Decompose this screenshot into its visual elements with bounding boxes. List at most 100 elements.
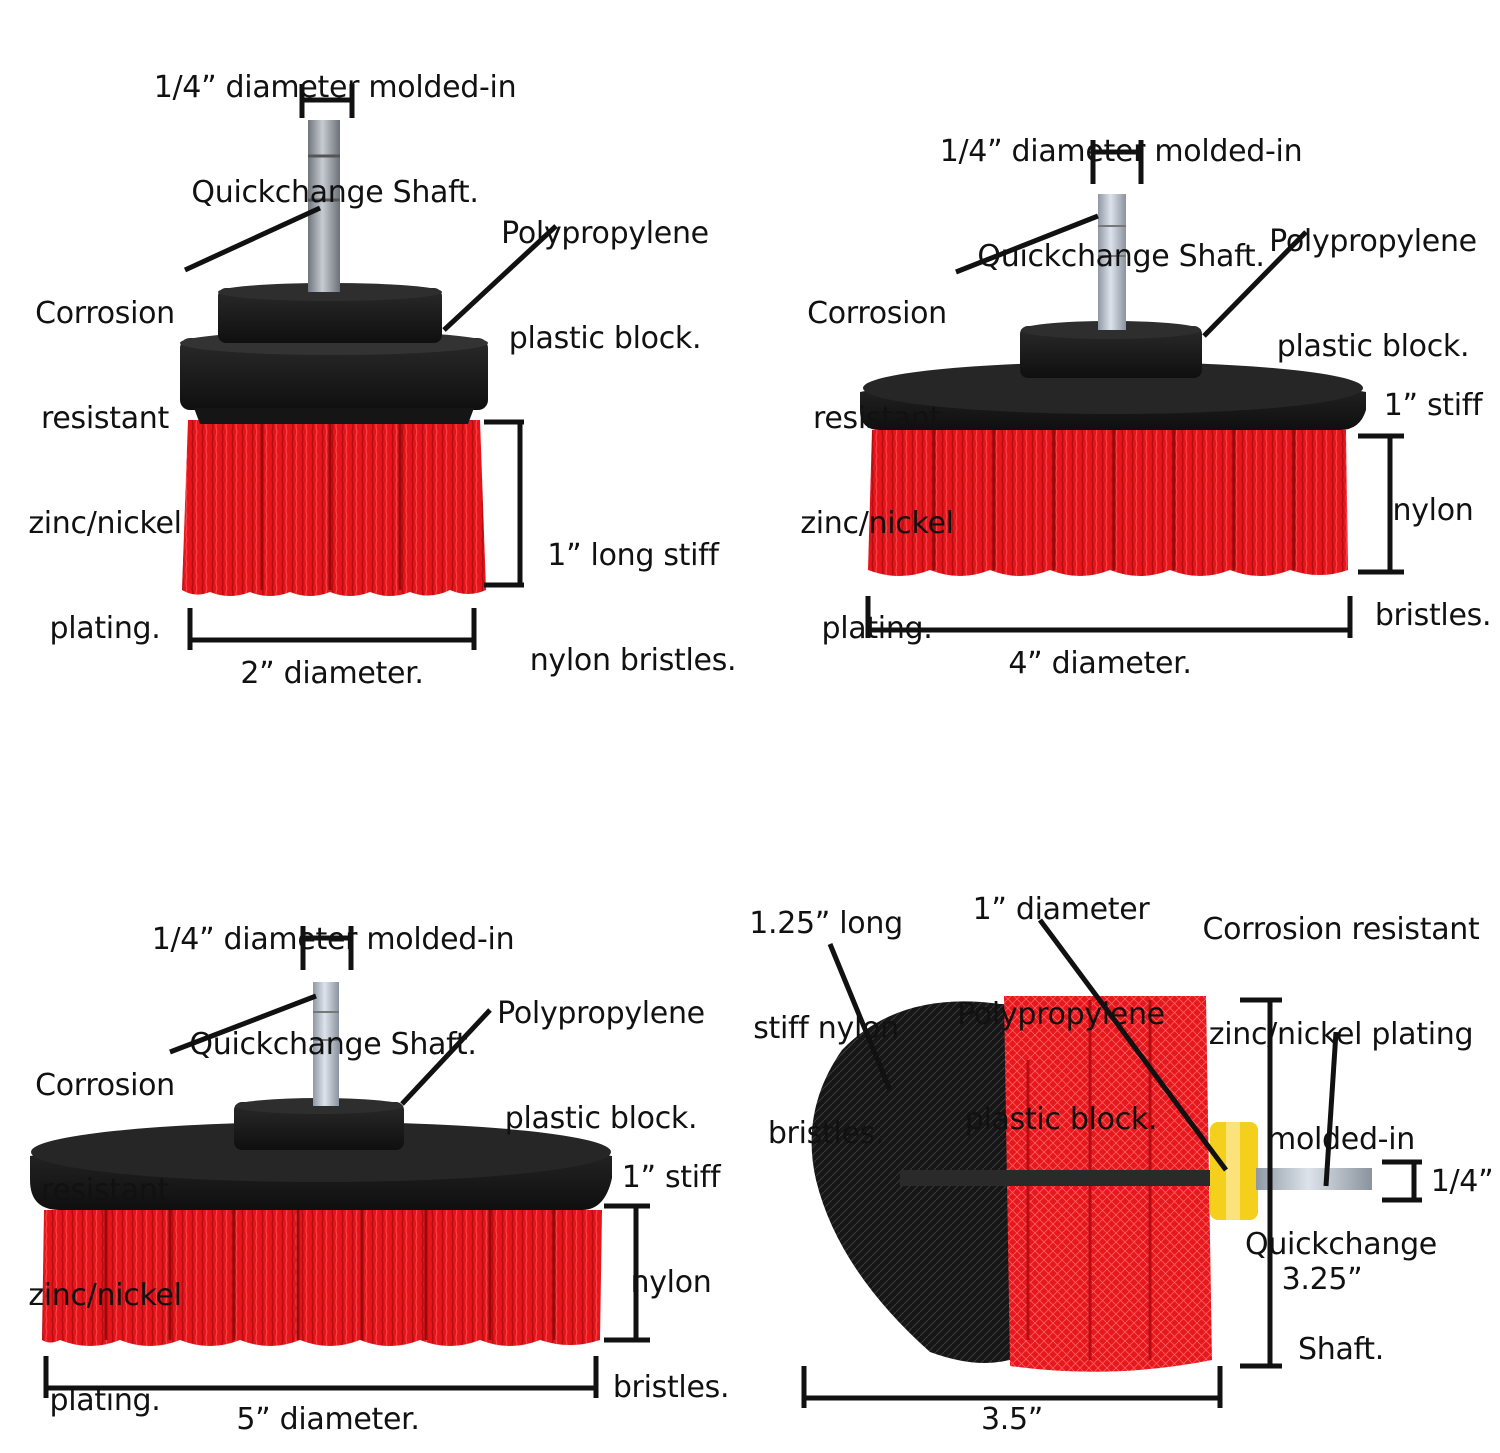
bristle-label-line: 1” stiff [1383,388,1483,423]
brush-5in-shaft [313,982,339,1106]
block-label-round: 1” diameter Polypropylene plastic block. [948,822,1174,1172]
block-leader-3 [400,1008,492,1106]
diameter-bracket-1 [187,608,477,650]
bristle-label-5in: 1” stiff nylon bristles. [606,1090,736,1440]
plating-label-line: plating. [49,611,161,646]
shaft-size-label-round: 1/4” [1430,1164,1494,1199]
plating-label-line: zinc/nickel [28,1278,182,1313]
bristle-label-line: nylon bristles. [529,643,737,678]
brush-4in-shaft [1098,194,1126,330]
height-label-round: 3.25” [1281,1262,1363,1297]
plating-label-line: resistant [41,1173,169,1208]
plating-label-line: molded-in [1267,1122,1415,1157]
brush-round-core [900,1170,1220,1186]
brush-4in-bristles [868,430,1348,576]
plating-label-line: Corrosion resistant [1202,912,1480,947]
bristle-label-line: nylon [1392,493,1474,528]
plating-label-5in: Corrosion resistant zinc/nickel plating. [10,998,200,1453]
brush-2in-shaft [308,120,340,292]
bristle-label-4in: 1” stiff nylon bristles. [1370,318,1496,668]
plating-label-line: Corrosion [35,1068,175,1103]
diameter-label-5in: 5” diameter. [236,1402,420,1437]
block-leader-2 [1202,230,1308,338]
bristle-label-line: 1” long stiff [547,538,719,573]
shaft-width-bracket-1 [299,84,355,118]
brush-2in-bristles [182,420,486,596]
brush-round [811,996,1372,1372]
plating-label-line: zinc/nickel plating [1208,1017,1474,1052]
shaft-label-2in: 1/4” diameter molded-in Quickchange Shaf… [140,0,530,245]
brush-round-shaft [1256,1168,1372,1190]
brush-2in [180,120,488,596]
block-label-line: Polypropylene [1269,224,1477,259]
brush-2in-block [218,288,442,343]
bristle-length-bracket-2 [1358,433,1404,575]
block-label-line: plastic block. [508,321,702,356]
plating-leader-2 [955,213,1099,275]
block-label-line: Polypropylene [501,216,709,251]
block-label-2in: Polypropylene plastic block. [490,146,720,391]
brush-round-callouts [801,918,1422,1408]
shaft-size-bracket-4 [1382,1159,1422,1203]
plating-label-line: zinc/nickel [28,506,182,541]
bristle-length-bracket-1 [484,419,524,588]
plating-label-line: Quickchange [1245,1227,1437,1262]
bristle-label-line: bristles. [1374,598,1492,633]
block-label-line: plastic block. [1276,329,1470,364]
bristle-label-line: nylon [630,1265,712,1300]
bristle-label-2in: 1” long stiff nylon bristles. [528,468,738,713]
plating-label-line: plating. [49,1383,161,1418]
plating-label-line: Corrosion [35,296,175,331]
plating-leader-4 [1323,1031,1339,1187]
plating-label-line: resistant [41,401,169,436]
plating-leader-1 [183,205,322,273]
plating-label-4in: Corrosion resistant zinc/nickel plating. [782,226,972,681]
bristle-label-round: 1.25” long stiff nylon bristles. [740,836,912,1186]
plating-label-line: plating. [821,611,933,646]
diameter-label-2in: 2” diameter. [240,656,424,691]
bristle-leader-4 [827,943,893,1091]
plating-label-2in: Corrosion resistant zinc/nickel plating. [10,226,200,681]
brush-4in-block [1020,326,1202,378]
width-label-round: 3.5” [980,1402,1044,1437]
height-bracket-4 [1240,997,1282,1369]
block-leader-4 [1037,918,1229,1172]
shaft-label-line: Quickchange Shaft. [191,175,479,210]
block-label-line: 1” diameter [972,892,1150,927]
shaft-width-bracket-3 [300,926,354,970]
diameter-bracket-3 [43,1356,599,1398]
shaft-width-bracket-2 [1090,140,1144,184]
block-leader-1 [442,224,558,332]
shaft-label-line: Quickchange Shaft. [189,1027,477,1062]
brush-4in [860,194,1366,576]
plating-leader-3 [169,993,317,1055]
bristle-label-line: 1.25” long [749,906,903,941]
bristle-label-line: bristles. [612,1370,730,1405]
block-label-5in: Polypropylene plastic block. [486,926,716,1171]
shaft-label-line: Quickchange Shaft. [977,239,1265,274]
block-label-4in: Polypropylene plastic block. [1258,154,1488,399]
bristle-label-line: 1” stiff [621,1160,721,1195]
brush-2in-callouts [183,84,558,650]
shaft-label-line: 1/4” diameter molded-in [153,70,517,105]
width-bracket-4 [801,1366,1223,1408]
block-label-line: plastic block. [504,1101,698,1136]
shaft-label-4in: 1/4” diameter molded-in Quickchange Shaf… [926,64,1316,309]
brush-5in-callouts [43,926,650,1398]
brush-4in-callouts [865,140,1404,638]
brush-2in-base [180,338,488,410]
diameter-bracket-2 [865,596,1353,638]
block-label-line: plastic block. [964,1102,1158,1137]
plating-label-round: Corrosion resistant zinc/nickel plating … [1196,842,1486,1402]
block-label-line: Polypropylene [957,997,1165,1032]
brush-5in-block [234,1102,404,1150]
shaft-label-line: 1/4” diameter molded-in [939,134,1303,169]
shaft-label-line: 1/4” diameter molded-in [151,922,515,957]
diameter-label-4in: 4” diameter. [1008,646,1192,681]
shaft-label-5in: 1/4” diameter molded-in Quickchange Shaf… [138,852,528,1097]
block-label-line: Polypropylene [497,996,705,1031]
plating-label-line: Shaft. [1298,1332,1384,1367]
plating-label-line: resistant [813,401,941,436]
